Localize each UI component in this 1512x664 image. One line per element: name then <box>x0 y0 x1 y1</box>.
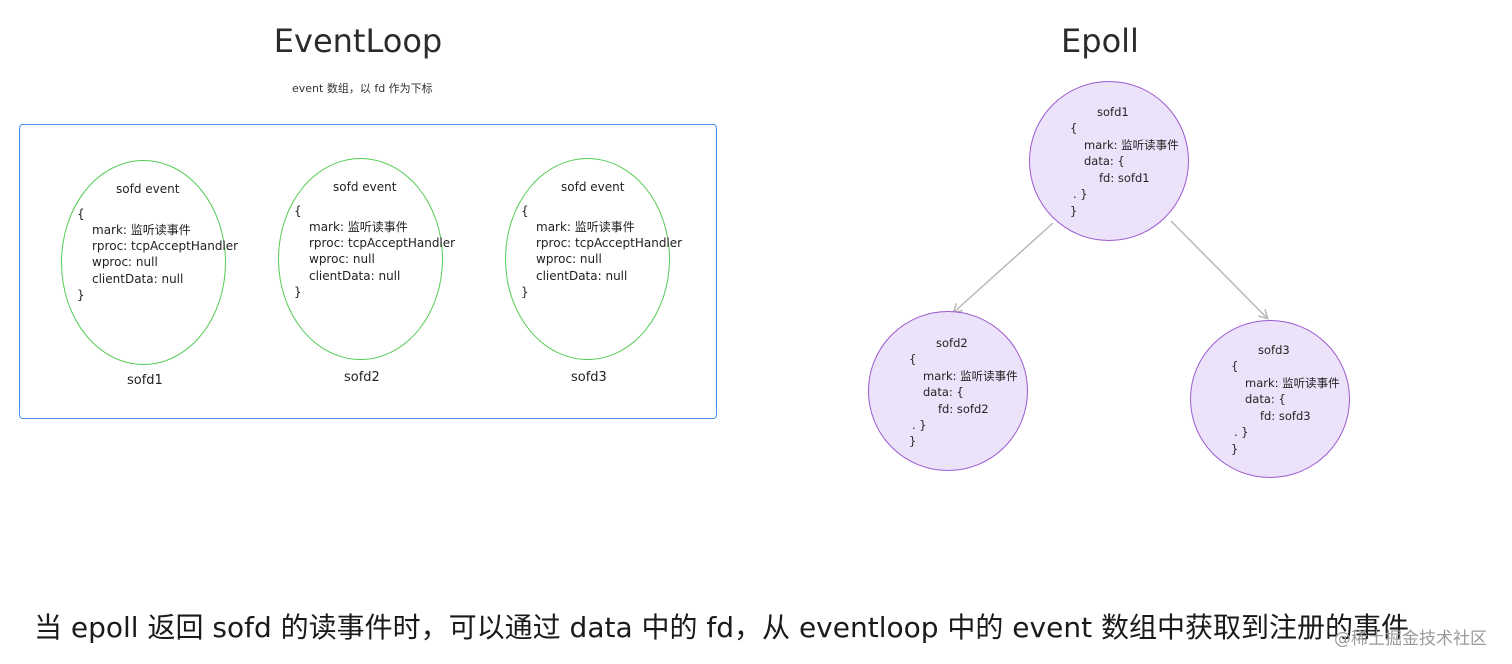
epoll-data-close: . } <box>912 418 927 432</box>
event-node-heading: sofd event <box>333 180 397 194</box>
eventloop-subtitle: event 数组，以 fd 作为下标 <box>292 82 433 95</box>
event-open-brace: { <box>294 204 302 218</box>
epoll-data-open: data: { <box>923 385 964 399</box>
event-mark: mark: 监听读事件 <box>536 220 635 234</box>
epoll-data-open: data: { <box>1245 392 1286 406</box>
epoll-node-sofd1 <box>1029 81 1189 241</box>
eventloop-title: EventLoop <box>273 22 443 60</box>
event-index-label: sofd2 <box>344 370 380 385</box>
event-close-brace: } <box>521 285 529 299</box>
epoll-data-close: . } <box>1234 425 1249 439</box>
epoll-mark: mark: 监听读事件 <box>923 369 1018 383</box>
event-open-brace: { <box>77 207 85 221</box>
event-rproc: rproc: tcpAcceptHandler <box>92 239 239 253</box>
epoll-close-brace: } <box>1231 442 1239 456</box>
epoll-fd: fd: sofd3 <box>1260 409 1311 423</box>
diagram-caption: 当 epoll 返回 sofd 的读事件时，可以通过 data 中的 fd，从 … <box>34 611 1409 644</box>
event-clientdata: clientData: null <box>309 269 401 283</box>
epoll-open-brace: { <box>909 352 917 366</box>
event-wproc: wproc: null <box>309 252 375 266</box>
epoll-mark: mark: 监听读事件 <box>1245 376 1340 390</box>
epoll-node-sofd3 <box>1190 320 1350 478</box>
event-node-sofd2 <box>278 158 443 360</box>
event-index-label: sofd1 <box>127 373 163 388</box>
event-node-heading: sofd event <box>561 180 625 194</box>
epoll-node-name: sofd3 <box>1258 343 1290 357</box>
event-node-heading: sofd event <box>116 182 180 196</box>
epoll-close-brace: } <box>1070 204 1078 218</box>
epoll-open-brace: { <box>1070 121 1078 135</box>
event-clientdata: clientData: null <box>92 272 184 286</box>
epoll-mark: mark: 监听读事件 <box>1084 138 1179 152</box>
event-close-brace: } <box>294 285 302 299</box>
edge-sofd1-to-sofd2 <box>954 222 1054 312</box>
epoll-data-open: data: { <box>1084 154 1125 168</box>
event-node-sofd3 <box>505 158 670 360</box>
event-node-sofd1 <box>61 160 226 365</box>
event-wproc: wproc: null <box>92 255 158 269</box>
event-rproc: rproc: tcpAcceptHandler <box>309 236 456 250</box>
event-mark: mark: 监听读事件 <box>309 220 408 234</box>
epoll-open-brace: { <box>1231 359 1239 373</box>
epoll-data-close: . } <box>1073 187 1088 201</box>
event-rproc: rproc: tcpAcceptHandler <box>536 236 683 250</box>
epoll-node-sofd2 <box>868 311 1028 471</box>
event-close-brace: } <box>77 288 85 302</box>
event-mark: mark: 监听读事件 <box>92 223 191 237</box>
event-array-box <box>19 124 717 419</box>
epoll-close-brace: } <box>909 434 917 448</box>
watermark: @稀土掘金技术社区 <box>1334 629 1487 649</box>
edge-sofd1-to-sofd3 <box>1170 220 1267 318</box>
event-open-brace: { <box>521 204 529 218</box>
event-wproc: wproc: null <box>536 252 602 266</box>
event-index-label: sofd3 <box>571 370 607 385</box>
epoll-node-name: sofd1 <box>1097 105 1129 119</box>
epoll-node-name: sofd2 <box>936 336 968 350</box>
event-clientdata: clientData: null <box>536 269 628 283</box>
epoll-title: Epoll <box>1061 22 1139 60</box>
epoll-fd: fd: sofd2 <box>938 402 989 416</box>
epoll-fd: fd: sofd1 <box>1099 171 1150 185</box>
